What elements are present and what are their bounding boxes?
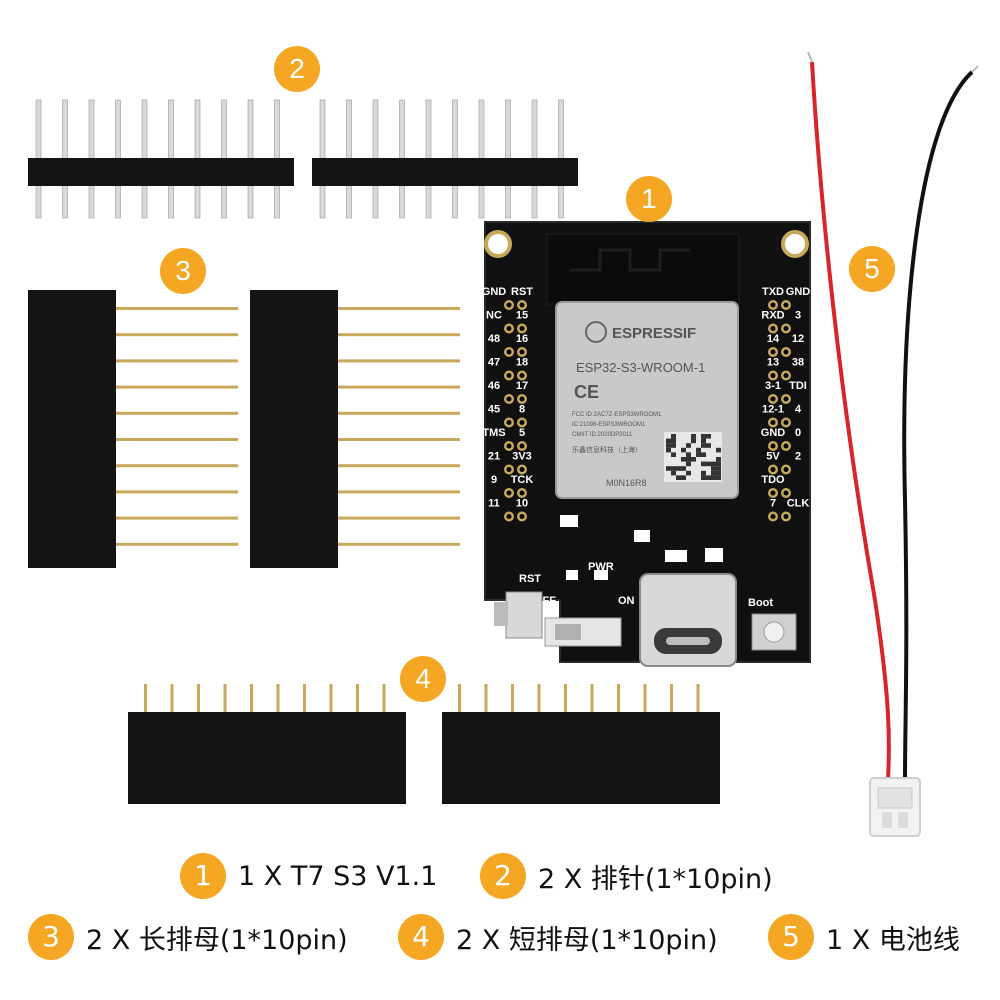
pin-label: NC — [486, 310, 502, 322]
legend-item-4: 4 2 X 短排母(1*10pin) — [398, 912, 718, 962]
female-header-long — [28, 290, 460, 568]
module-brand: ESPRESSIF — [612, 325, 696, 342]
pin-label: 7 — [770, 498, 776, 510]
pin-label: 9 — [491, 474, 497, 486]
pin-label: 47 — [488, 357, 500, 369]
power-switch — [544, 617, 622, 647]
pin-label: 38 — [792, 357, 804, 369]
pin-label: TMS — [482, 427, 505, 439]
pin-label: 12 — [792, 333, 804, 345]
pin-label: 10 — [516, 498, 528, 510]
pin-label: GND — [786, 286, 811, 298]
legend-item-2: 2 2 X 排针(1*10pin) — [480, 851, 773, 901]
pin-label: 4 — [795, 404, 802, 416]
boot-button — [751, 613, 797, 651]
module-ic: IC:21098-ESPS3WROOM1 — [572, 422, 646, 428]
module-lot: M0N16R8 — [606, 478, 647, 488]
pin-header-male — [28, 99, 578, 219]
pin-label: 8 — [519, 404, 525, 416]
pin-label: 5V — [766, 451, 780, 463]
module-fcc: FCC ID:2AC7Z-ESPS3WROOM1 — [572, 412, 662, 418]
pin-label: GND — [482, 286, 507, 298]
legend-text: 1 X T7 S3 V1.1 — [238, 860, 438, 892]
pin-label: GND — [761, 427, 786, 439]
pin-label: 13 — [767, 357, 779, 369]
module-cmiit: CMIIT ID:2020DP2011 — [572, 432, 633, 438]
battery-cable — [807, 51, 979, 837]
legend-text: 2 X 长排母(1*10pin) — [86, 924, 348, 956]
boot-label: Boot — [748, 597, 773, 609]
pin-label: TCK — [511, 474, 534, 486]
esp32-s3-board: ESPRESSIF ESP32-S3-WROOM-1 CE FCC ID:2AC… — [482, 221, 811, 667]
qr-code — [664, 432, 722, 482]
legend-number: 1 — [180, 853, 226, 899]
legend-text: 2 X 排针(1*10pin) — [538, 863, 773, 895]
pin-label: 3-1 — [765, 380, 781, 392]
pin-label: 12-1 — [762, 404, 784, 416]
pin-label: 17 — [516, 380, 528, 392]
pin-label: 21 — [488, 451, 500, 463]
pin-label: 3 — [795, 310, 801, 322]
legend-text: 2 X 短排母(1*10pin) — [456, 924, 718, 956]
rst-button — [494, 591, 543, 639]
pin-label: 46 — [488, 380, 500, 392]
pin-label: TXD — [762, 286, 784, 298]
pin-label: TDO — [761, 474, 785, 486]
legend-number: 3 — [28, 914, 74, 960]
rst-label: RST — [519, 573, 541, 585]
pin-label: 3V3 — [512, 451, 532, 463]
legend-number: 4 — [398, 914, 444, 960]
board-pin-holes — [504, 300, 791, 522]
pin-label: 2 — [795, 451, 801, 463]
pin-label: 0 — [795, 427, 801, 439]
usb-c-port — [639, 573, 737, 667]
pin-label: 18 — [516, 357, 528, 369]
pin-label: 11 — [488, 498, 500, 510]
legend-number: 2 — [480, 853, 526, 899]
badge-1: 1 — [626, 176, 672, 222]
female-header-short — [128, 684, 720, 804]
legend-number: 5 — [768, 914, 814, 960]
badge-5: 5 — [849, 246, 895, 292]
pin-label: 15 — [516, 310, 528, 322]
pin-label: 45 — [488, 404, 500, 416]
legend-text: 1 X 电池线 — [826, 924, 960, 956]
jst-connector — [869, 777, 921, 837]
pwr-label: PWR — [588, 561, 614, 573]
badge-3: 3 — [160, 248, 206, 294]
legend-item-3: 3 2 X 长排母(1*10pin) — [28, 912, 348, 962]
pin-label: 16 — [516, 333, 528, 345]
module-maker: 乐鑫信息科技（上海） — [572, 445, 642, 454]
pin-label: 14 — [767, 333, 780, 345]
legend-item-1: 1 1 X T7 S3 V1.1 — [180, 851, 437, 901]
pin-label: CLK — [787, 498, 810, 510]
pin-label: RST — [511, 286, 533, 298]
pin-label: 48 — [488, 333, 500, 345]
legend-item-5: 5 1 X 电池线 — [768, 912, 960, 962]
on-label: ON — [618, 595, 635, 607]
module-ce: CE — [574, 382, 599, 402]
pin-label: TDI — [789, 380, 807, 392]
badge-4: 4 — [400, 656, 446, 702]
pin-label: RXD — [761, 310, 784, 322]
badge-2: 2 — [274, 46, 320, 92]
module-model: ESP32-S3-WROOM-1 — [576, 360, 705, 375]
pin-label: 5 — [519, 427, 525, 439]
